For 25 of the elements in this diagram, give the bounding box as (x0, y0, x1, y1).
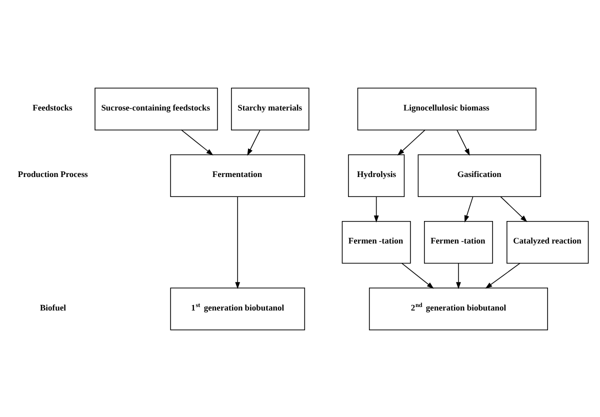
label: Feedstocks (32, 102, 72, 112)
node-box: Fermen -tation (342, 220, 411, 264)
node-box: Lignocellulosic biomass (357, 87, 536, 130)
node-box: Catalyzed reaction (506, 220, 589, 264)
arrow (374, 196, 379, 222)
arrow (235, 196, 240, 289)
arrow (456, 129, 470, 156)
node-box: 1$^{st}$ generation biobutanol (170, 287, 306, 330)
node-box: Gasification (418, 154, 542, 196)
label: Production Process (18, 168, 88, 179)
node-box: Fermentation (170, 154, 306, 196)
node-box: Fermen -tation (424, 220, 493, 264)
node-box: Starchy materials (231, 87, 310, 130)
arrow (397, 129, 426, 155)
arrow (456, 262, 461, 289)
arrow (181, 129, 214, 155)
node-box: 2$^{nd}$ generation biobutanol (368, 287, 548, 330)
label: Biofuel (40, 302, 66, 312)
arrow (402, 262, 434, 288)
arrow (464, 196, 474, 222)
node-box: Hydrolysis (348, 154, 405, 196)
arrow (500, 196, 528, 222)
arrow (485, 262, 520, 288)
node-box: Sucrose-containing feedstocks (94, 87, 218, 130)
arrow (247, 129, 260, 156)
